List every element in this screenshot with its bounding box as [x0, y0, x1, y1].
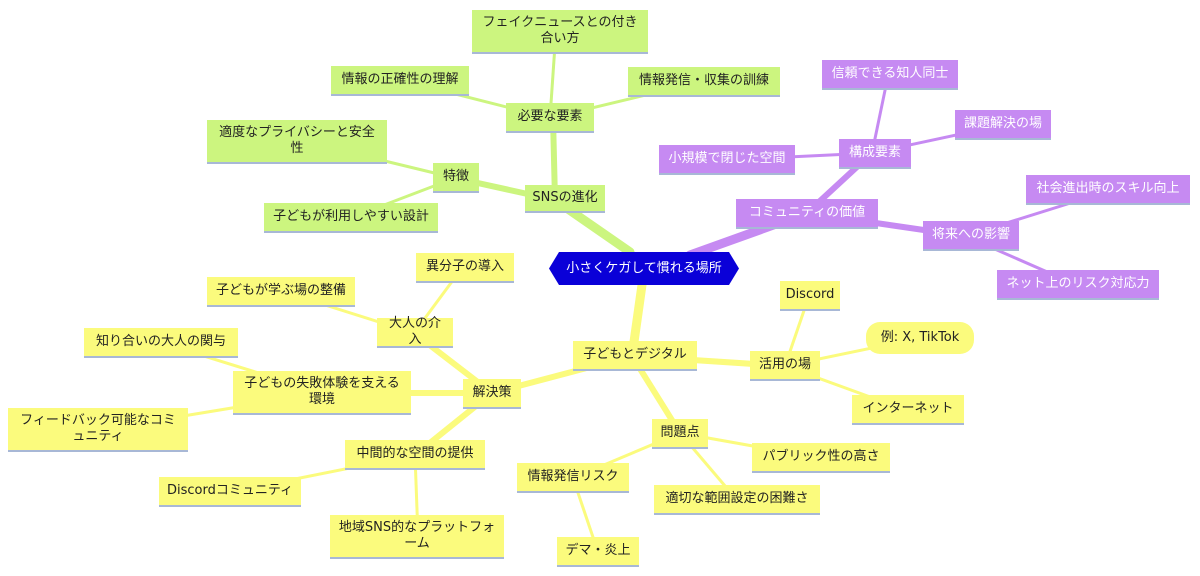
middle-space-node: 中間的な空間の提供 [345, 440, 485, 470]
learning-place-node: 子どもが学ぶ場の整備 [207, 277, 355, 307]
failure-support-node: 子どもの失敗体験を支える環境 [233, 371, 411, 415]
social-skills-node: 社会進出時のスキル向上 [1026, 175, 1190, 205]
required-elements-node: 必要な要素 [506, 103, 594, 133]
trusted-acquaintances-node: 信頼できる知人同士 [822, 60, 958, 90]
internet-node: インターネット [852, 395, 964, 425]
info-accuracy-node: 情報の正確性の理解 [331, 66, 469, 96]
feedback-community-node: フィードバック可能なコミュニティ [8, 408, 188, 452]
flaming-node: デマ・炎上 [557, 537, 639, 567]
kids-digital-node: 子どもとデジタル [573, 341, 697, 371]
places-node: 活用の場 [750, 351, 820, 381]
small-closed-space-node: 小規模で閉じた空間 [659, 145, 795, 175]
problem-solving-node: 課題解決の場 [955, 110, 1051, 140]
community-value-node: コミュニティの価値 [736, 199, 878, 229]
high-publicity-node: パブリック性の高さ [752, 443, 890, 473]
scope-difficulty-node: 適切な範囲設定の困難さ [654, 485, 820, 515]
fake-news-node: フェイクニュースとの付き合い方 [472, 10, 648, 54]
outsider-node: 異分子の導入 [416, 253, 514, 283]
adult-intervention-node: 大人の介入 [377, 316, 453, 348]
child-design-node: 子どもが利用しやすい設計 [264, 203, 438, 233]
solutions-node: 解決策 [463, 379, 521, 409]
sns-evolution-node: SNSの進化 [525, 185, 605, 213]
info-training-node: 情報発信・収集の訓練 [628, 67, 780, 97]
info-risk-node: 情報発信リスク [517, 463, 629, 493]
future-impact-node: 将来への影響 [923, 221, 1019, 251]
discord-node: Discord [780, 281, 840, 311]
discord-community-node: Discordコミュニティ [159, 477, 301, 507]
privacy-safety-node: 適度なプライバシーと安全性 [207, 120, 387, 164]
local-sns-node: 地域SNS的なプラットフォーム [330, 515, 504, 559]
net-risk-node: ネット上のリスク対応力 [997, 270, 1159, 300]
root-node: 小さくケガして慣れる場所 [549, 252, 739, 285]
acquaintance-adult-node: 知り合いの大人の関与 [84, 328, 238, 358]
components-node: 構成要素 [839, 139, 911, 169]
features-node: 特徴 [433, 163, 479, 193]
example-apps-node: 例: X, TikTok [866, 322, 974, 354]
problems-node: 問題点 [652, 419, 708, 449]
